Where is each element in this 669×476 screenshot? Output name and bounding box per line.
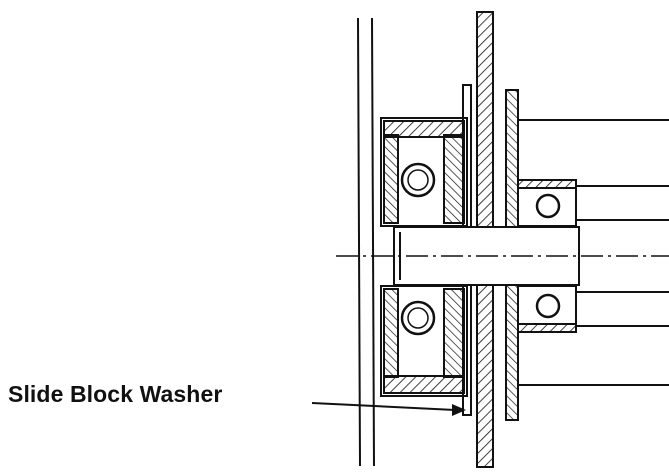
upper-ball-bearing: [400, 162, 436, 198]
right-upper-bearing: [517, 179, 577, 227]
right-lower-bearing: [517, 285, 577, 333]
callout-leader-arrow: [311, 402, 466, 416]
lower-ball-bearing: [400, 300, 436, 336]
frame-wall: [357, 17, 375, 467]
right-rails: [518, 119, 669, 386]
slide-block-washer-label: Slide Block Washer: [8, 381, 223, 407]
